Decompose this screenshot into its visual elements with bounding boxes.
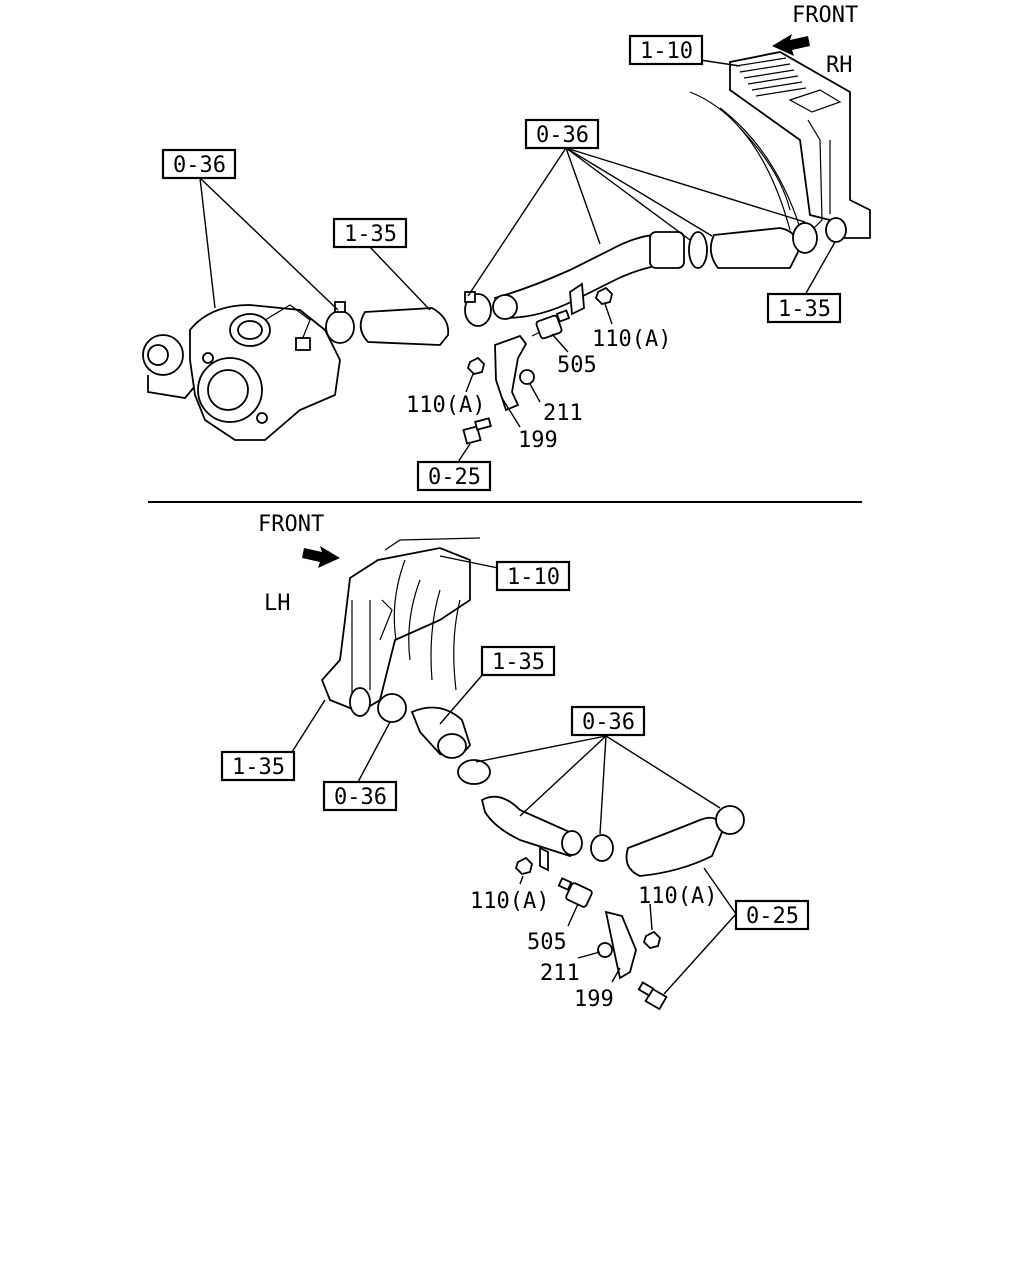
bottom-hose-upper-end: [437, 733, 467, 759]
bottom-part-nut-left: 110(A): [470, 889, 549, 914]
bottom-nut-left: [514, 856, 533, 875]
bottom-nut-211: [597, 942, 613, 958]
bottom-ref-bolt: 0-25: [746, 904, 799, 929]
bottom-clamp-b: [457, 759, 491, 785]
top-front-label: FRONT: [792, 3, 858, 28]
top-ref-clamps-left: 0-36: [173, 153, 226, 178]
top-clamp-c: [688, 231, 708, 269]
top-ref-clamps-left-box: [161, 148, 237, 180]
bottom-ref-clamp-left-box: [322, 780, 398, 812]
bottom-ref-cooler: 1-10: [507, 565, 560, 590]
bottom-bracket-199: [604, 910, 637, 980]
top-nut-right: [594, 286, 613, 305]
top-clamp-e: [825, 217, 847, 243]
bottom-pipe-bracket: [539, 846, 549, 872]
top-sensor-505: [531, 309, 571, 340]
bottom-part-nut-small: 211: [540, 961, 580, 986]
bottom-clamp-d: [715, 805, 745, 835]
top-bracket-199: [494, 334, 528, 412]
top-leader-lines: [199, 59, 836, 463]
bottom-intercooler: [320, 537, 481, 717]
bottom-clamp-c: [590, 834, 614, 862]
top-clamp-a: [325, 310, 355, 344]
top-ref-clamps-center-box: [524, 118, 600, 150]
top-ref-hose-left-box: [332, 217, 408, 249]
bottom-part-nut-right: 110(A): [638, 884, 717, 909]
bottom-front-label: FRONT: [258, 512, 324, 537]
top-intercooler: [689, 51, 871, 239]
top-pipe-bracket: [569, 282, 585, 316]
top-ref-cooler: 1-10: [640, 39, 693, 64]
bottom-part-sensor: 505: [527, 930, 567, 955]
top-ref-cooler-box: [628, 34, 704, 66]
bottom-ref-clamp-left: 0-36: [334, 785, 387, 810]
top-ref-hose-right-box: [766, 292, 842, 324]
bottom-ref-clamps: 0-36: [582, 710, 635, 735]
top-nut-left: [466, 356, 485, 375]
top-front-arrow-icon: [772, 34, 810, 56]
bottom-part-bracket: 199: [574, 987, 614, 1012]
bottom-ref-hose-left: 1-35: [232, 755, 285, 780]
bottom-nut-right: [642, 930, 661, 949]
bottom-ref-hose-upper-box: [480, 645, 556, 677]
top-hose-left: [359, 307, 450, 346]
top-pipe-collar: [649, 231, 685, 269]
top-bolt: [462, 417, 492, 445]
top-pipe-end: [492, 294, 518, 320]
bottom-leader-lines: [291, 555, 737, 995]
top-ref-bolt-box: [416, 460, 492, 492]
top-diagram-rh: FRONT RH: [142, 3, 871, 492]
top-side-label: RH: [826, 53, 853, 78]
bottom-clamp-a: [377, 693, 407, 723]
bottom-ref-hose-upper: 1-35: [492, 650, 545, 675]
bottom-ref-bolt-box: [734, 899, 810, 931]
bottom-ref-cooler-box: [495, 560, 571, 592]
bottom-diagram-lh: FRONT LH: [220, 512, 810, 1012]
bottom-front-arrow-icon: [302, 546, 340, 568]
top-part-nut-right: 110(A): [592, 327, 671, 352]
top-clamp-a-screw: [334, 301, 346, 313]
top-clamp-d: [792, 222, 818, 254]
bottom-hose-right: [625, 816, 723, 877]
top-ref-clamps-center: 0-36: [536, 123, 589, 148]
top-hose-right: [709, 227, 800, 269]
top-ref-hose-right: 1-35: [778, 297, 831, 322]
top-nut-211: [519, 369, 535, 385]
top-part-nut-small: 211: [543, 401, 583, 426]
bottom-pipe-end: [561, 830, 583, 856]
top-part-bracket: 199: [518, 428, 558, 453]
top-turbocharger: [142, 304, 341, 441]
top-part-sensor: 505: [557, 353, 597, 378]
bottom-side-label: LH: [264, 591, 291, 616]
top-part-nut-left: 110(A): [406, 393, 485, 418]
bottom-bolt: [637, 981, 668, 1011]
bottom-ref-hose-left-box: [220, 750, 296, 782]
top-ref-bolt: 0-25: [428, 465, 481, 490]
top-ref-hose-left: 1-35: [344, 222, 397, 247]
bottom-ref-clamps-box: [570, 705, 646, 737]
bottom-sensor-505: [557, 877, 593, 908]
